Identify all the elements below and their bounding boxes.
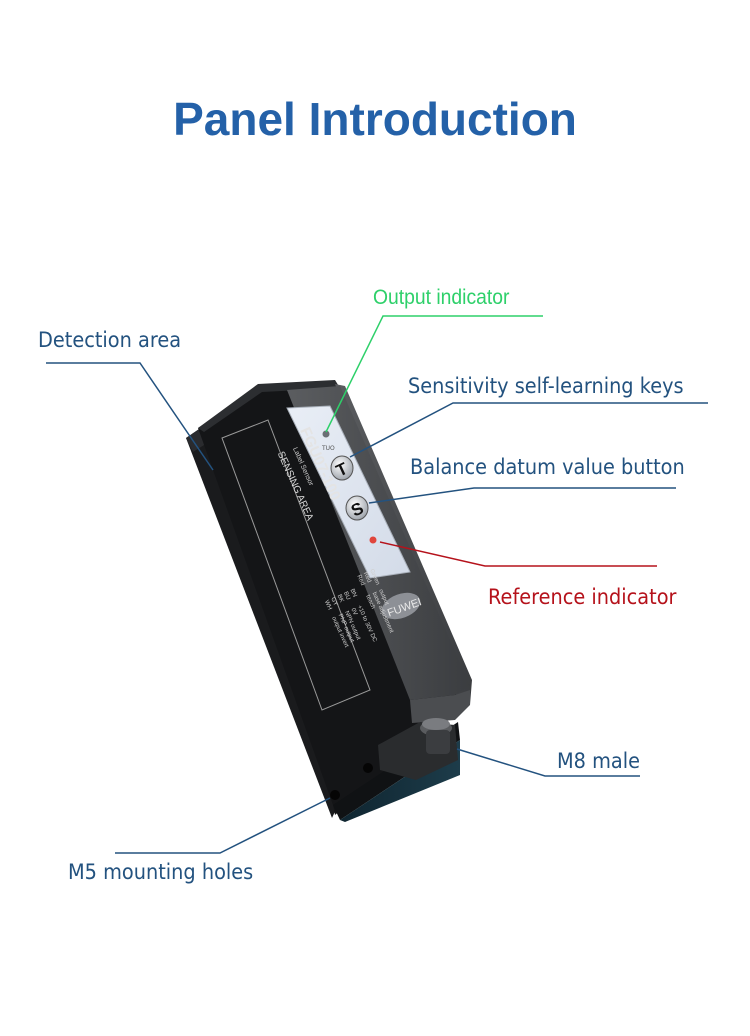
wire-code: BK	[336, 594, 345, 604]
s-button[interactable]: S	[345, 495, 369, 521]
leader-m5-holes	[115, 797, 331, 854]
leader-balance-button	[368, 487, 676, 504]
sensing-area-box	[221, 419, 371, 711]
leader-sensitivity-keys	[349, 402, 708, 458]
indicator-desc: teach	[364, 594, 375, 610]
wire-code: BU	[342, 591, 351, 601]
page-title: Panel Introduction	[173, 93, 577, 145]
leader-detection-area	[46, 362, 214, 471]
m5-holes-label: M5 mounting holes	[68, 860, 254, 884]
leader-output-indicator	[325, 315, 543, 433]
wire-code: GY	[329, 597, 338, 607]
m8-connector	[378, 718, 458, 780]
m8-male-label: M8 male	[557, 749, 641, 773]
wire-code: WH	[323, 599, 333, 611]
leader-m8-male	[456, 748, 640, 777]
indicator-color: Red	[355, 574, 365, 587]
balance-button-label: Balance datum value button	[410, 455, 685, 479]
reference-indicator-label: Reference indicator	[488, 585, 677, 609]
control-panel	[286, 405, 411, 579]
t-button[interactable]: T	[330, 455, 354, 481]
led-label: TUO	[321, 445, 335, 452]
reference-led-icon	[369, 536, 377, 544]
sensitivity-keys-label: Sensitivity self-learning keys	[408, 374, 684, 398]
wire-desc: 0V	[349, 607, 357, 616]
detection-area-label: Detection area	[38, 328, 182, 352]
indicator-color: Red	[362, 571, 372, 584]
leader-reference-indicator	[379, 541, 657, 567]
output-indicator-label: Output indicator	[373, 286, 510, 309]
mounting-hole-icon	[330, 790, 340, 800]
wire-code: BN	[348, 588, 357, 598]
output-led-icon	[322, 430, 330, 438]
mounting-hole-icon	[363, 763, 373, 773]
